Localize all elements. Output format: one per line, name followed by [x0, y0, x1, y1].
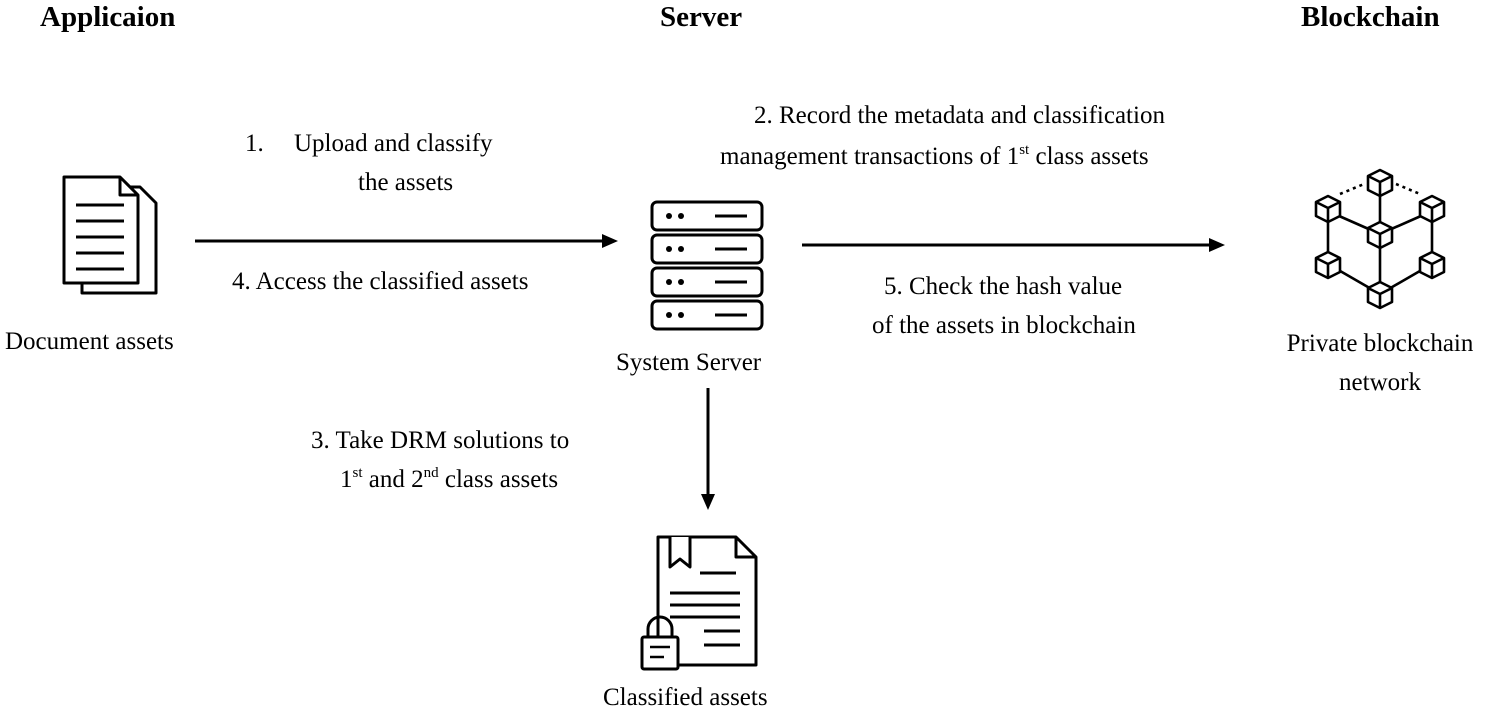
- step3-line1: 3. Take DRM solutions to: [311, 427, 570, 454]
- arrow-server-to-blockchain-head: [1209, 238, 1225, 252]
- label-system-server: System Server: [616, 349, 762, 376]
- step2-line2-tail: class assets: [1029, 143, 1149, 170]
- step3-superscript-1: st: [352, 465, 363, 481]
- header-application: Applicaion: [40, 1, 176, 33]
- arrow-server-to-classified-head: [701, 494, 715, 510]
- label-document-assets: Document assets: [5, 328, 174, 355]
- label-classified-assets: Classified assets: [603, 684, 768, 711]
- step2-line2-text: management transactions of 1: [720, 143, 1020, 170]
- step3-line2-a: 1: [340, 466, 353, 493]
- step2-superscript: st: [1019, 142, 1030, 158]
- server-rack-icon: [650, 200, 764, 331]
- step3-line2-c: class assets: [438, 466, 559, 493]
- step1-line1: Upload and classify: [294, 130, 493, 157]
- locked-document-icon: [640, 535, 758, 671]
- step5-line2: of the assets in blockchain: [872, 312, 1136, 339]
- step4-label: 4. Access the classified assets: [232, 268, 529, 295]
- step3-line2-b: and 2: [362, 466, 424, 493]
- step1-number: 1.: [245, 130, 264, 157]
- step5-line1: 5. Check the hash value: [884, 273, 1123, 300]
- header-blockchain: Blockchain: [1301, 1, 1440, 33]
- step1-line2: the assets: [358, 169, 454, 196]
- blockchain-network-icon: [1314, 168, 1446, 310]
- step2-line2: management transactions of 1st class ass…: [720, 142, 1149, 172]
- step3-line2: 1st and 2nd class assets: [340, 465, 558, 495]
- arrow-app-to-server-head: [602, 234, 618, 248]
- label-private-network: Private blockchain network: [1264, 325, 1496, 403]
- step3-superscript-2: nd: [423, 465, 439, 481]
- header-server: Server: [660, 1, 743, 33]
- label-private-network-line2: network: [1339, 368, 1421, 396]
- step2-line1: 2. Record the metadata and classificatio…: [754, 102, 1165, 129]
- label-private-network-line1: Private blockchain: [1286, 330, 1474, 357]
- document-stack-icon: [62, 175, 158, 295]
